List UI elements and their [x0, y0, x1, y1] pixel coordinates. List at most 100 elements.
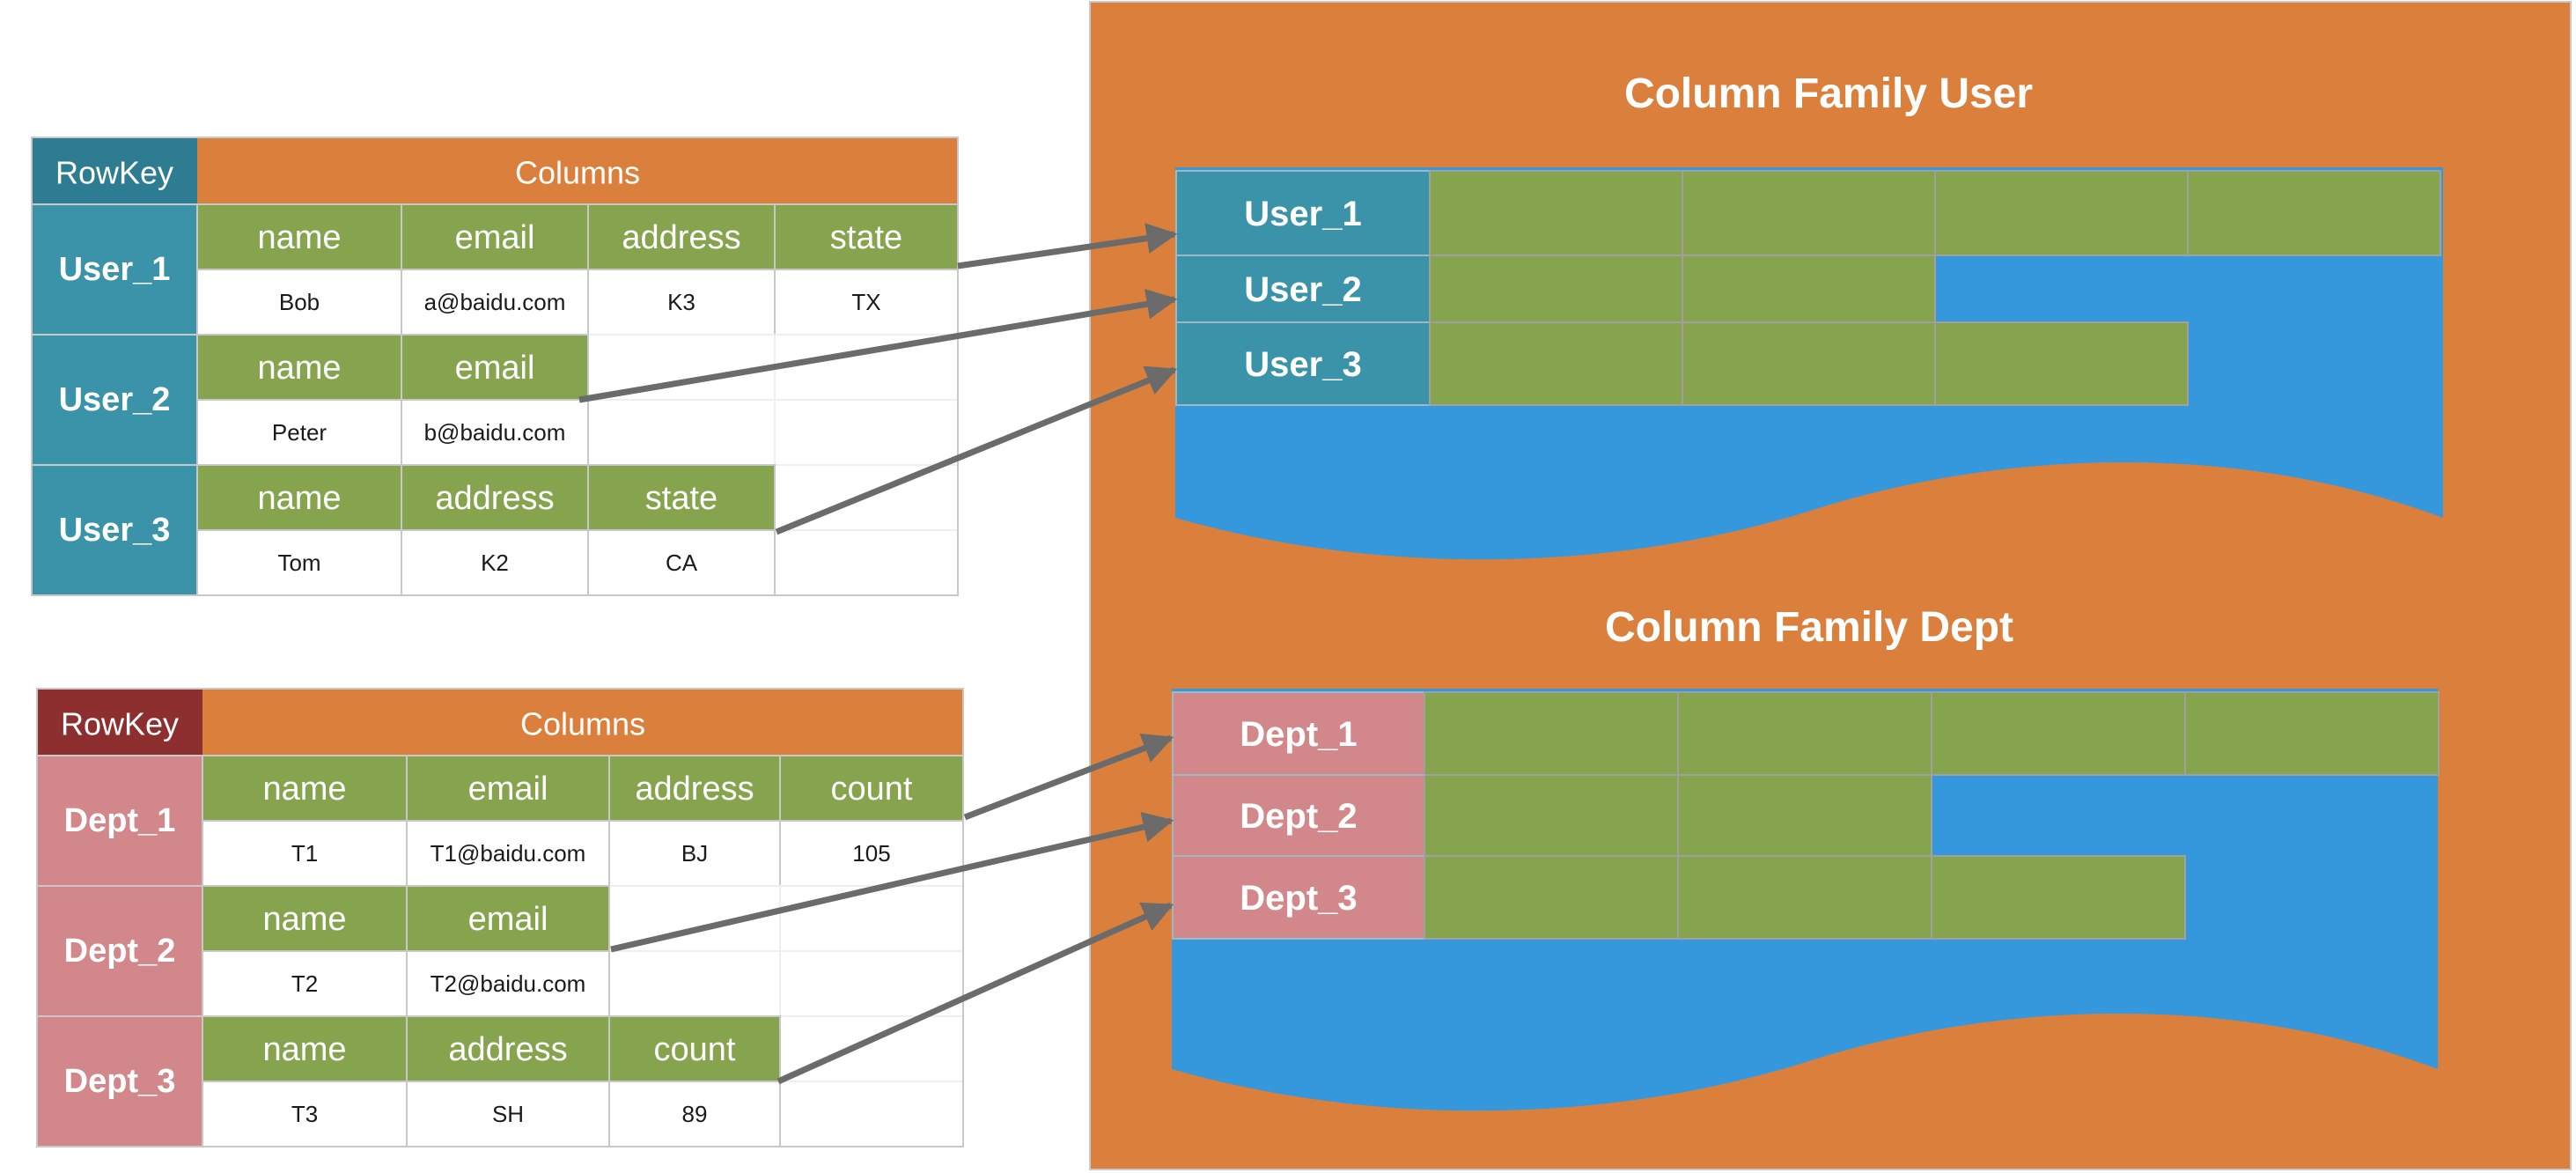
- dept-column-name: name: [262, 901, 346, 938]
- user-value-cell: [401, 269, 589, 336]
- user-family-cell: [1934, 170, 2189, 256]
- dept-family-key-dept_2: Dept_2: [1240, 797, 1357, 836]
- dept-family-cell: [1424, 855, 1679, 940]
- dept-family-key-cell: [1172, 855, 1425, 940]
- user-family-key-cell: [1175, 170, 1431, 256]
- dept-column-name-cell: [406, 1015, 610, 1082]
- dept-family-cell: [1424, 691, 1679, 776]
- dept-column-name: name: [262, 771, 346, 808]
- arrow-user-1: [957, 223, 1178, 269]
- arrow-dept-3: [776, 902, 1174, 1085]
- user-rowkey-header: [32, 137, 197, 204]
- user-column-name: name: [257, 219, 341, 256]
- user-value: Bob: [279, 289, 320, 315]
- dept-family-cell: [2184, 691, 2440, 776]
- dept-value: SH: [492, 1101, 524, 1127]
- user-empty-cell: [774, 529, 959, 596]
- user-rowkey-user_3: User_3: [59, 512, 171, 549]
- user-value: a@baidu.com: [424, 289, 566, 315]
- dept-column-name: name: [262, 1031, 346, 1068]
- dept-family-cell: [1677, 855, 1932, 940]
- user-column-name-cell: [587, 464, 776, 531]
- dept-column-name: email: [468, 771, 548, 808]
- user-empty-cell: [587, 399, 776, 466]
- dept-value-cell: [202, 1081, 408, 1147]
- dept-column-name-cell: [608, 755, 781, 822]
- dept-value: 89: [682, 1101, 708, 1127]
- dept-value-cell: [202, 820, 408, 887]
- dept-value: T2@baidu.com: [431, 970, 586, 997]
- dept-value: 105: [852, 840, 890, 867]
- user-family-key-user_2: User_2: [1244, 270, 1361, 309]
- user-value: Peter: [272, 419, 327, 446]
- dept-column-name: count: [831, 771, 913, 808]
- user-column-name: state: [830, 219, 902, 256]
- family-dept-title: Column Family Dept: [1605, 604, 2013, 651]
- dept-value-cell: [406, 1081, 610, 1147]
- dept-table-border: [36, 688, 964, 1147]
- arrow-dept-2: [610, 811, 1174, 953]
- user-value-cell: [196, 399, 402, 466]
- user-column-name-cell: [196, 334, 402, 401]
- user-empty-cell: [774, 399, 959, 466]
- user-rowkey-user_1: User_1: [59, 251, 171, 288]
- dept-value: BJ: [681, 840, 708, 867]
- arrow-user-3: [775, 365, 1178, 535]
- dept-empty-cell: [779, 1081, 964, 1147]
- dept-rowkey-dept_2: Dept_2: [64, 933, 176, 970]
- user-column-name: address: [622, 219, 740, 256]
- user-family-cell: [1429, 321, 1683, 406]
- user-columns-header: [197, 137, 958, 204]
- user-family-cell: [1934, 321, 2189, 406]
- user-empty-cell: [587, 334, 776, 401]
- user-value: b@baidu.com: [424, 419, 566, 446]
- user-column-name-cell: [587, 203, 776, 270]
- dept-rowkey-header: [37, 689, 202, 756]
- family-user-title: Column Family User: [1624, 70, 2033, 117]
- dept-value-cell: [406, 950, 610, 1017]
- dept-family-key-dept_3: Dept_3: [1240, 879, 1357, 918]
- dept-family-key-dept_1: Dept_1: [1240, 715, 1357, 754]
- user-columns-label: Columns: [515, 155, 640, 191]
- user-value: CA: [666, 550, 698, 576]
- user-family-cell: [1429, 170, 1683, 256]
- dept-family-cell: [1931, 691, 2186, 776]
- dept-value-cell: [608, 1081, 781, 1147]
- dept-family-cell: [1931, 855, 2186, 940]
- user-family-cell: [1682, 321, 1936, 406]
- dept-empty-cell: [608, 950, 781, 1017]
- dept-rowkey-dept_1: Dept_1: [64, 802, 176, 839]
- user-value: K2: [481, 550, 509, 576]
- mapping-arrows: [578, 223, 1178, 1085]
- user-family-cell: [1429, 255, 1683, 323]
- dept-value: T1: [291, 840, 318, 867]
- user-rowkey-cell: [31, 203, 198, 336]
- user-column-name: email: [455, 350, 535, 387]
- user-value-cell: [401, 399, 589, 466]
- user-column-name-cell: [774, 203, 959, 270]
- dept-column-name-cell: [202, 1015, 408, 1082]
- user-value-cell: [587, 529, 776, 596]
- user-rowkey-cell: [31, 464, 198, 596]
- dept-value: T3: [291, 1101, 318, 1127]
- user-rowkey-user_2: User_2: [59, 381, 171, 418]
- dept-column-name-cell: [779, 755, 964, 822]
- user-column-name: email: [455, 219, 535, 256]
- dept-column-name: address: [635, 771, 754, 808]
- user-column-name: state: [645, 480, 718, 517]
- dept-rowkey-label: RowKey: [61, 706, 179, 742]
- dept-empty-cell: [779, 950, 964, 1017]
- dept-empty-cell: [779, 885, 964, 952]
- user-value: Tom: [277, 550, 320, 576]
- user-rowkey-label: RowKey: [55, 155, 173, 191]
- dept-family-cell: [1677, 691, 1932, 776]
- user-table-border: [31, 136, 959, 596]
- user-column-name: name: [257, 350, 341, 387]
- user-column-name-cell: [401, 464, 589, 531]
- user-value: K3: [667, 289, 696, 315]
